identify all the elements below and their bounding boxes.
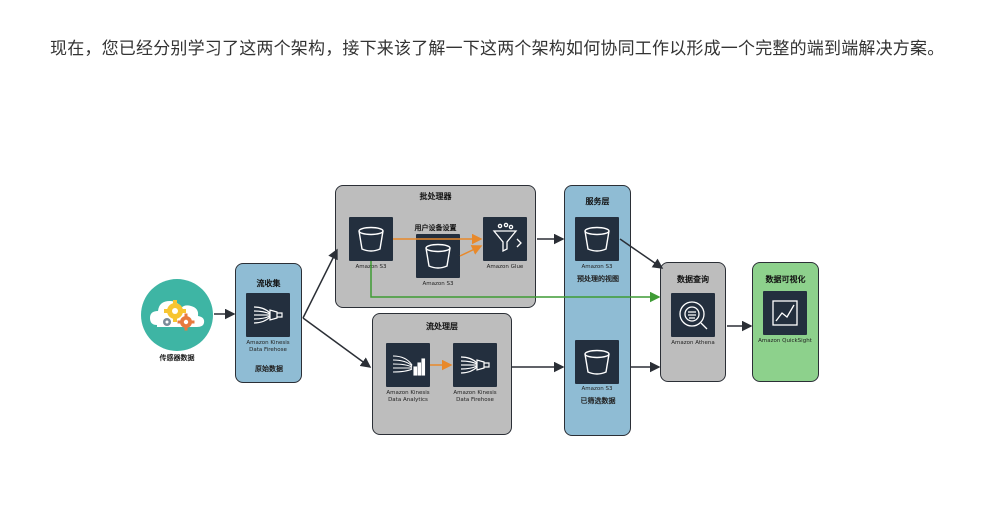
arrow-settings-to-glue (459, 245, 483, 257)
quicksight-chart-icon (772, 300, 798, 326)
query-service-label: Amazon Athena (671, 340, 715, 346)
ingest-firehose-tile (246, 293, 290, 337)
stream-firehose-tile (453, 343, 497, 387)
glue-funnel-icon (492, 222, 522, 253)
stream-analytics-tile (386, 343, 430, 387)
serving-top-s3-label: Amazon S3 (581, 264, 613, 270)
batch-glue-tile (483, 217, 527, 261)
viz-service-label: Amazon QuickSight (758, 338, 812, 344)
serving-bottom-s3-label: Amazon S3 (581, 386, 613, 392)
stream-title: 流处理层 (426, 322, 458, 331)
batch-settings-s3-label: Amazon S3 (422, 281, 454, 287)
serving-top-note: 预处理的视图 (577, 275, 619, 283)
s3-bucket-icon (584, 349, 610, 375)
viz-quicksight-tile (763, 291, 807, 335)
viz-title: 数据可视化 (765, 275, 806, 284)
arrow-ingest-to-batch (302, 248, 338, 319)
athena-icon (679, 301, 708, 330)
ingest-title: 流收集 (256, 279, 281, 288)
serving-bottom-note: 已筛选数据 (580, 397, 616, 405)
arrow-serving-top-to-query (619, 238, 664, 269)
stream-analytics-label: Amazon Kinesis Data Analytics (386, 390, 430, 403)
batch-s3-tile (349, 217, 393, 261)
s3-bucket-icon (584, 226, 610, 252)
sensor-label: 传感器数据 (159, 354, 195, 362)
batch-title: 批处理器 (419, 192, 452, 201)
ingest-note: 原始数据 (255, 365, 283, 373)
serving-title: 服务层 (585, 197, 610, 206)
query-athena-tile (671, 293, 715, 337)
kinesis-firehose-icon (253, 306, 283, 324)
stream-firehose-label: Amazon Kinesis Data Firehose (453, 390, 497, 403)
ingest-service-label: Amazon Kinesis Data Firehose (246, 340, 290, 353)
batch-settings-title: 用户设备设置 (414, 224, 457, 232)
s3-bucket-icon (425, 243, 451, 269)
kinesis-firehose-icon (460, 356, 490, 374)
batch-settings-s3-tile (416, 234, 460, 278)
sensor-source (141, 279, 213, 351)
arrow-ingest-to-stream (302, 317, 372, 368)
serving-bottom-s3-tile (575, 340, 619, 384)
batch-glue-label: Amazon Glue (486, 264, 524, 270)
cloud-gears-icon (150, 300, 205, 331)
query-title: 数据查询 (677, 275, 709, 284)
arrow-s3-to-athena (370, 261, 661, 303)
kinesis-analytics-icon (392, 355, 426, 376)
intro-paragraph: 现在，您已经分别学习了这两个架构，接下来该了解一下这两个架构如何协同工作以形成一… (50, 39, 945, 59)
serving-top-s3-tile (575, 217, 619, 261)
s3-bucket-icon (358, 226, 384, 252)
